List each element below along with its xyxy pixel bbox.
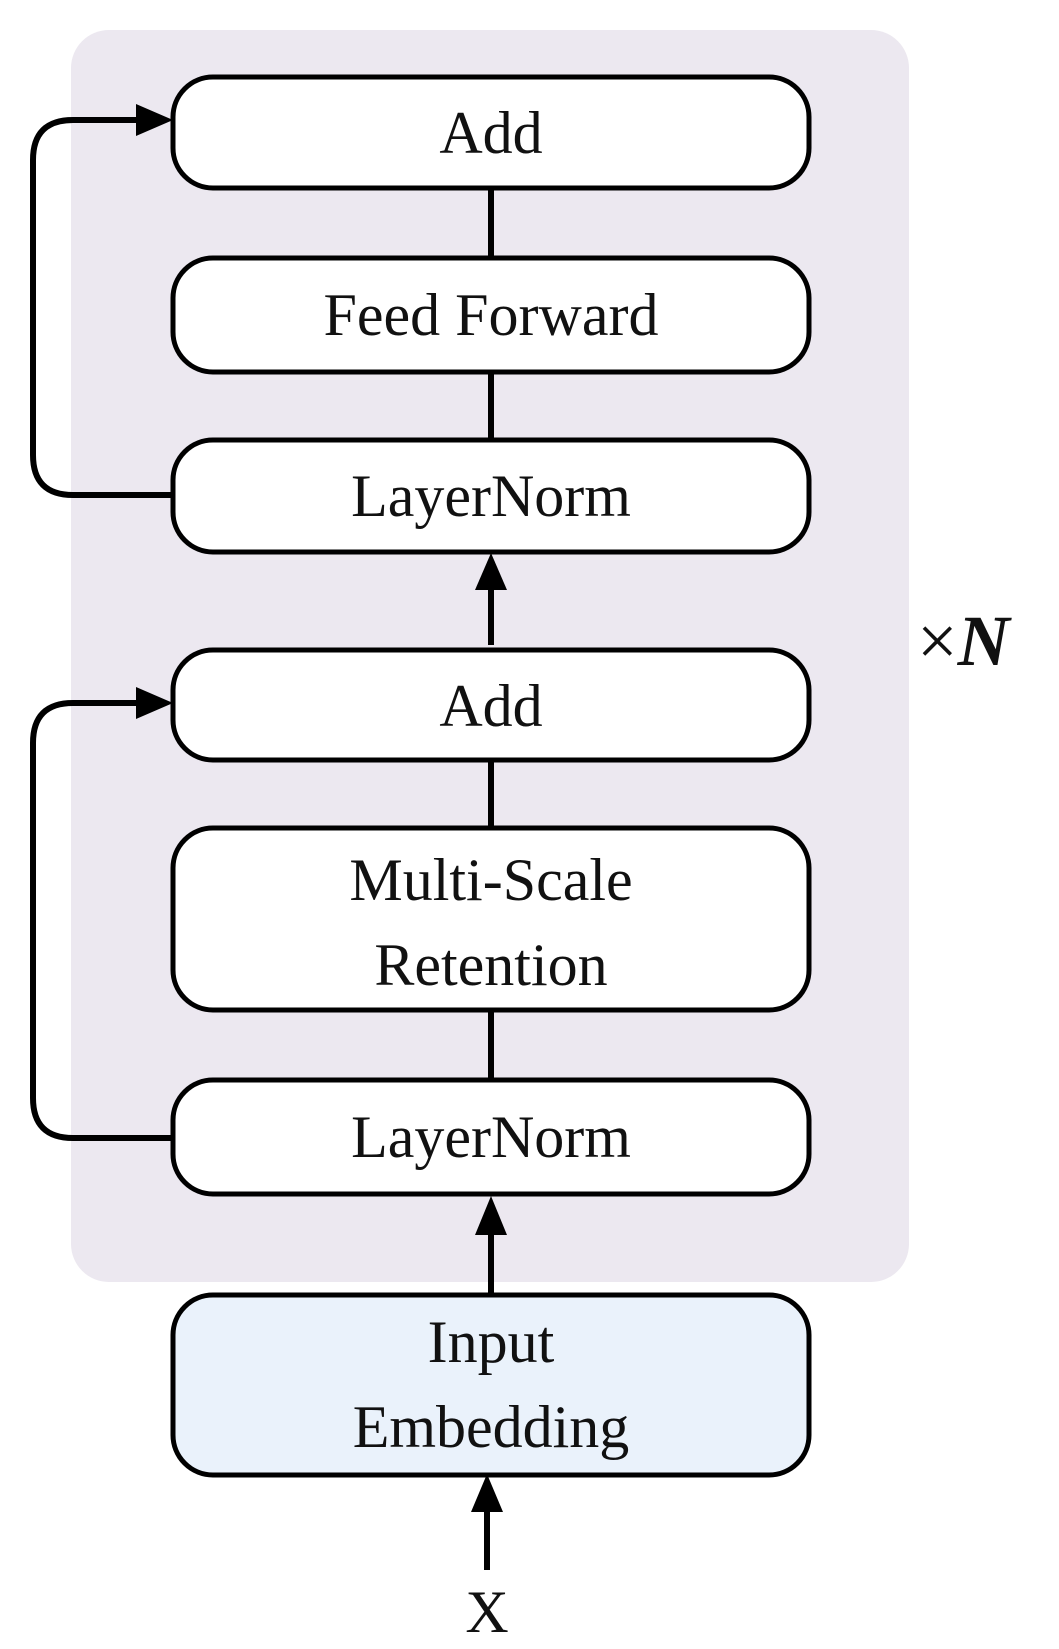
layernorm-block-top: LayerNorm (170, 437, 812, 555)
embedding-label-line2: Embedding (353, 1394, 630, 1460)
msr-label-line1: Multi-Scale (349, 847, 632, 913)
msr-label-line2: Retention (374, 932, 607, 998)
layernorm-label-top: LayerNorm (351, 463, 631, 529)
residual-arrowhead-bottom (136, 687, 173, 719)
multi-scale-retention-block: Multi-Scale Retention (170, 825, 812, 1013)
repeat-n-symbol: N (957, 601, 1013, 681)
layernorm-label-bottom: LayerNorm (351, 1104, 631, 1170)
residual-connection-bottom (30, 700, 173, 1141)
add-block-top: Add (170, 74, 812, 191)
input-embedding-block: Input Embedding (170, 1292, 812, 1478)
add-label-top: Add (439, 100, 542, 166)
feed-forward-block: Feed Forward (170, 255, 812, 375)
arrowhead-x-to-embedding (471, 1474, 503, 1512)
feed-forward-label: Feed Forward (324, 282, 659, 348)
residual-arrowhead-top (136, 104, 173, 136)
repeat-count-label: ×N (917, 601, 1013, 681)
residual-connection-top (30, 117, 173, 498)
arrowhead-embedding-to-layernorm (475, 1196, 507, 1235)
arrowhead-add-to-layernorm (475, 553, 507, 590)
repeat-times-symbol: × (917, 601, 958, 681)
add-block-bottom: Add (170, 647, 812, 763)
input-x-label: X (465, 1579, 508, 1645)
layernorm-block-bottom: LayerNorm (170, 1077, 812, 1197)
embedding-label-line1: Input (428, 1309, 555, 1375)
add-label-bottom: Add (439, 673, 542, 739)
